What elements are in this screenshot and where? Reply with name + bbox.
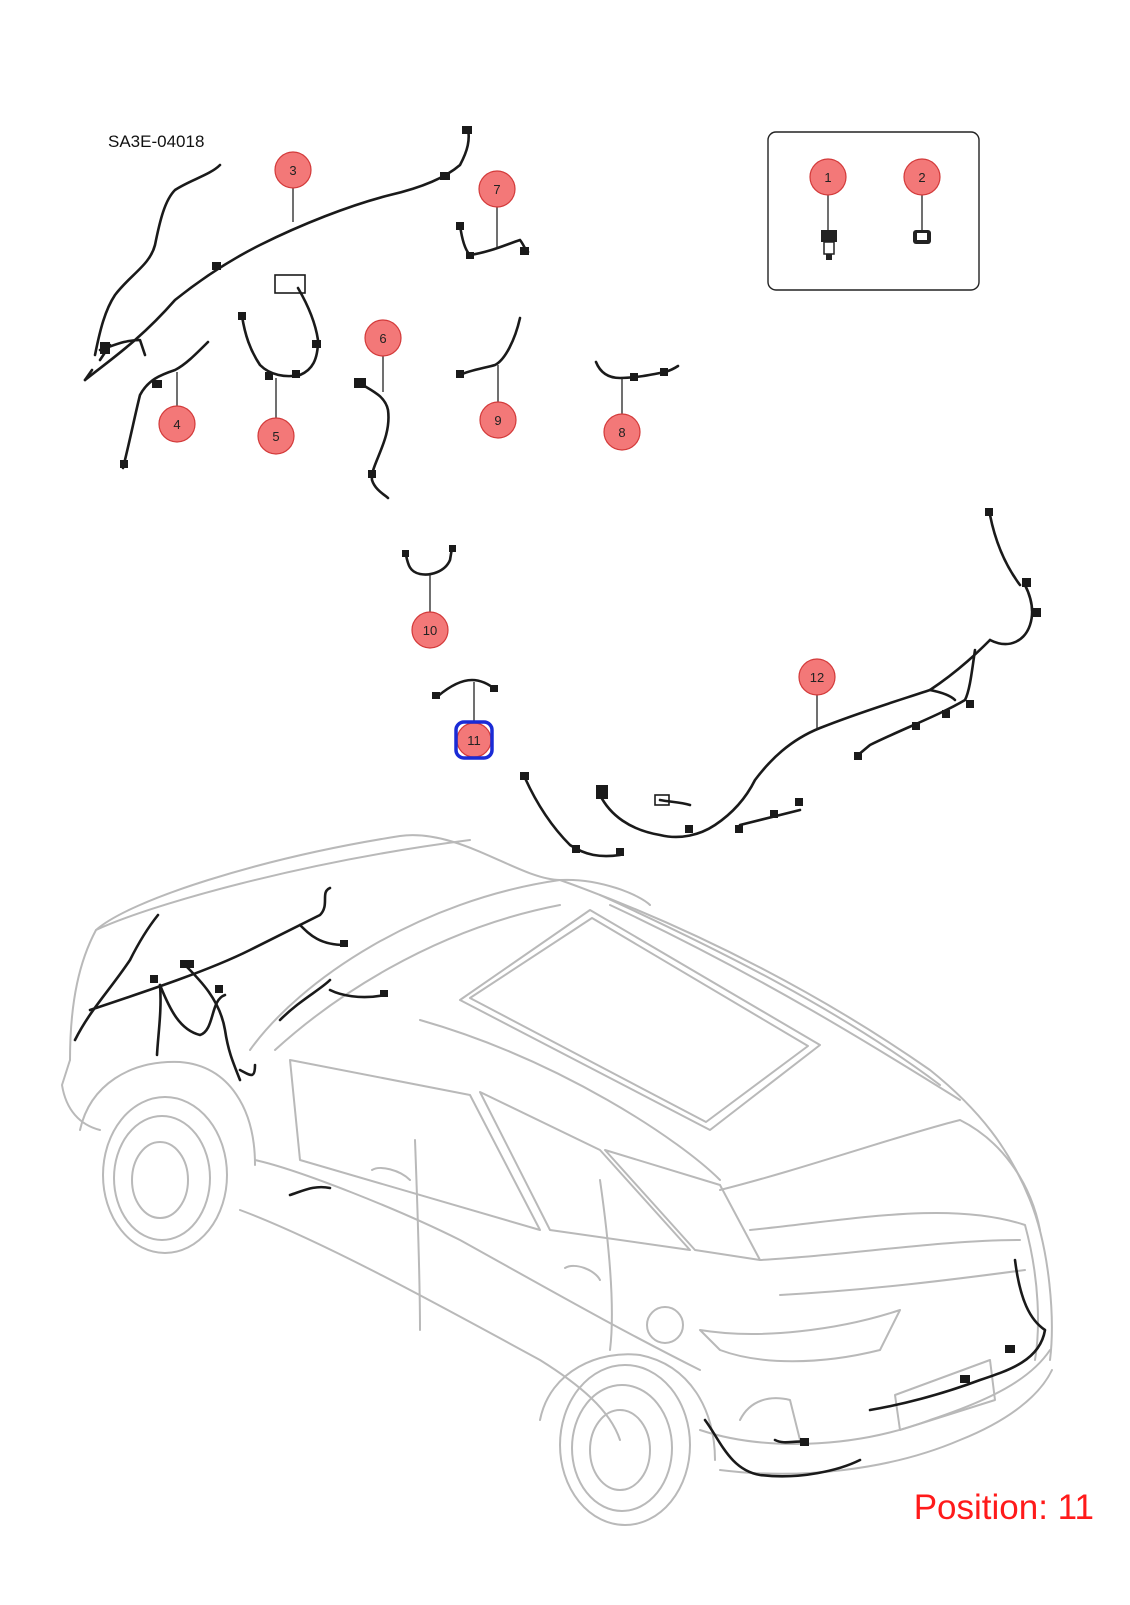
- harness-part-4: [120, 340, 210, 470]
- fastener-inset: [767, 131, 980, 291]
- callout-circle[interactable]: [158, 405, 196, 443]
- callout-circle[interactable]: [903, 158, 941, 196]
- clip-fastener-part-1: [821, 230, 837, 260]
- harness-part-6: [354, 378, 390, 500]
- vehicle-installed-harness: [73, 886, 1047, 1478]
- callout-circle[interactable]: [478, 170, 516, 208]
- harness-part-3: [83, 126, 472, 382]
- callout-8[interactable]: 8: [603, 413, 641, 451]
- callout-1[interactable]: 1: [809, 158, 847, 196]
- callout-circle[interactable]: [603, 413, 641, 451]
- callout-2[interactable]: 2: [903, 158, 941, 196]
- callout-7[interactable]: 7: [478, 170, 516, 208]
- harness-part-8: [594, 360, 680, 381]
- callout-10[interactable]: 10: [411, 611, 449, 649]
- callout-leaders: [176, 188, 923, 730]
- callout-11[interactable]: 11: [454, 720, 494, 760]
- nut-fastener-part-2: [913, 230, 931, 244]
- callout-circle[interactable]: [411, 611, 449, 649]
- harness-part-7: [456, 222, 530, 259]
- callout-circle[interactable]: [479, 401, 517, 439]
- callout-circle[interactable]: [274, 151, 312, 189]
- harness-part-5: [238, 274, 321, 380]
- harness-part-11: [432, 678, 498, 699]
- position-readout: Position: 11: [913, 1488, 1094, 1527]
- callout-circle[interactable]: [257, 417, 295, 455]
- callout-3[interactable]: 3: [274, 151, 312, 189]
- callout-circle[interactable]: [456, 722, 492, 758]
- callout-circle[interactable]: [809, 158, 847, 196]
- callout-6[interactable]: 6: [364, 319, 402, 357]
- callout-4[interactable]: 4: [158, 405, 196, 443]
- selection-highlight: [454, 720, 494, 760]
- callout-circle[interactable]: [798, 658, 836, 696]
- harness-part-10: [402, 545, 456, 576]
- harness-part-9: [456, 316, 522, 378]
- callout-9[interactable]: 9: [479, 401, 517, 439]
- callout-12[interactable]: 12: [798, 658, 836, 696]
- callout-5[interactable]: 5: [257, 417, 295, 455]
- diagram-code: SA3E-04018: [108, 132, 205, 151]
- vehicle-outline: [61, 834, 1053, 1526]
- harness-part-12: [520, 508, 1041, 858]
- callout-circle[interactable]: [364, 319, 402, 357]
